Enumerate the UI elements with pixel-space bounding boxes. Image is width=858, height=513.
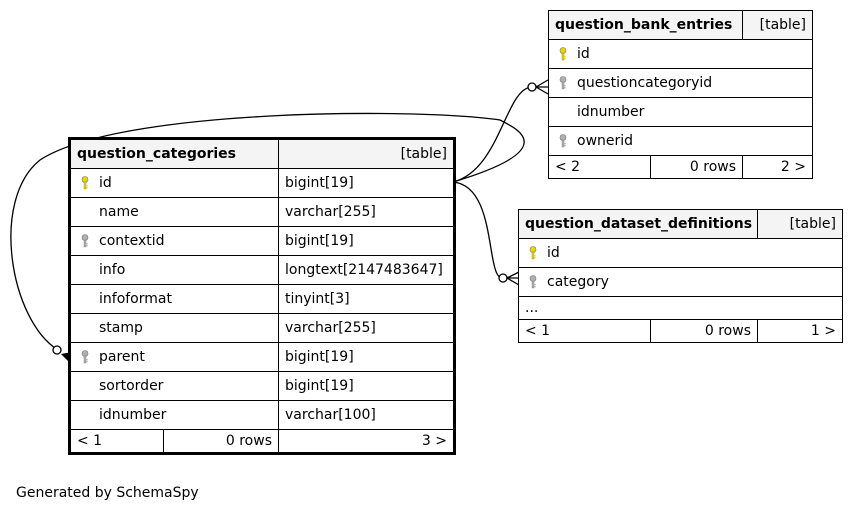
foreign-key-icon — [81, 350, 89, 364]
column-row[interactable]: sortorder bigint[19] — [69, 371, 455, 401]
edge-category — [452, 181, 504, 279]
column-row[interactable]: category — [518, 267, 843, 297]
column-row[interactable]: stamp varchar[255] — [69, 313, 455, 343]
parents-link[interactable]: < 1 — [69, 429, 164, 454]
column-row[interactable]: contextid bigint[19] — [69, 226, 455, 256]
foreign-key-icon — [559, 134, 567, 148]
column-name: name — [69, 197, 279, 227]
column-type: bigint[19] — [278, 226, 455, 256]
column-name: category — [518, 267, 843, 297]
row-count: 0 rows — [649, 155, 744, 179]
foreign-key-icon — [559, 76, 567, 90]
column-name-text: info — [99, 262, 126, 278]
column-name-text: questioncategoryid — [577, 75, 713, 91]
table-name[interactable]: question_dataset_definitions — [518, 209, 758, 239]
table-question-dataset-definitions[interactable]: question_dataset_definitions [table] id c… — [518, 209, 843, 343]
column-name: id — [547, 39, 814, 69]
column-name-text: stamp — [99, 320, 143, 336]
column-name: ownerid — [547, 126, 814, 156]
table-header: question_dataset_definitions [table] — [518, 209, 843, 239]
column-name: parent — [69, 342, 279, 372]
children-link[interactable]: 2 > — [742, 155, 814, 179]
column-name-text: id — [99, 175, 112, 191]
column-name-text: sortorder — [99, 378, 164, 394]
column-name-text: category — [547, 274, 609, 290]
column-name: info — [69, 255, 279, 285]
edge-end-circle-qbe — [527, 82, 537, 92]
column-name-text: name — [99, 204, 139, 220]
parents-link[interactable]: < 2 — [548, 155, 651, 179]
column-row[interactable]: idnumber — [547, 97, 814, 127]
column-type: tinyint[3] — [278, 284, 455, 314]
column-name: questioncategoryid — [547, 68, 814, 98]
column-name: infoformat — [69, 284, 279, 314]
column-row[interactable]: info longtext[2147483647] — [69, 255, 455, 285]
column-name: sortorder — [69, 371, 279, 401]
table-type-label: [table] — [278, 138, 455, 169]
foreign-key-icon — [81, 234, 89, 248]
table-name[interactable]: question_bank_entries — [547, 10, 744, 40]
column-row[interactable]: name varchar[255] — [69, 197, 455, 227]
column-name: contextid — [69, 226, 279, 256]
column-name: stamp — [69, 313, 279, 343]
table-name[interactable]: question_categories — [69, 138, 279, 169]
column-row[interactable]: questioncategoryid — [547, 68, 814, 98]
column-type: longtext[2147483647] — [278, 255, 455, 285]
column-name-text: id — [547, 245, 560, 261]
more-columns: ... — [518, 296, 843, 320]
column-name-text: parent — [99, 349, 145, 365]
column-row[interactable]: idnumber varchar[100] — [69, 400, 455, 430]
column-type: varchar[255] — [278, 197, 455, 227]
row-count: 0 rows — [163, 429, 279, 454]
edge-end-circle-qdd — [498, 273, 508, 283]
column-row[interactable]: id — [518, 238, 843, 268]
primary-key-icon — [529, 246, 537, 260]
column-type: varchar[255] — [278, 313, 455, 343]
table-footer: < 1 0 rows 3 > — [69, 429, 455, 454]
parents-link[interactable]: < 1 — [518, 319, 651, 343]
column-name: id — [518, 238, 843, 268]
primary-key-icon — [559, 47, 567, 61]
table-header: question_bank_entries [table] — [547, 10, 814, 40]
table-type-label: [table] — [742, 10, 814, 40]
column-name: idnumber — [69, 400, 279, 430]
column-row[interactable]: parent bigint[19] — [69, 342, 455, 372]
table-footer: < 1 0 rows 1 > — [518, 319, 843, 343]
edge-end-circle-parent — [52, 345, 62, 355]
column-name-text: contextid — [99, 233, 165, 249]
more-columns-row: ... — [518, 296, 843, 320]
column-type: varchar[100] — [278, 400, 455, 430]
column-row[interactable]: ownerid — [547, 126, 814, 156]
generated-by-text: Generated by SchemaSpy — [16, 485, 199, 501]
column-name-text: idnumber — [577, 104, 645, 120]
foreign-key-icon — [529, 275, 537, 289]
edge-questioncategoryid — [452, 86, 532, 183]
column-row[interactable]: id bigint[19] — [69, 168, 455, 198]
children-link[interactable]: 1 > — [757, 319, 843, 343]
primary-key-icon — [81, 176, 89, 190]
table-type-label: [table] — [757, 209, 843, 239]
children-link[interactable]: 3 > — [278, 429, 455, 454]
row-count: 0 rows — [650, 319, 758, 343]
column-type: bigint[19] — [278, 168, 455, 198]
table-question-categories[interactable]: question_categories [table] id bigint[19]… — [68, 137, 456, 455]
column-row[interactable]: id — [547, 39, 814, 69]
column-row[interactable]: infoformat tinyint[3] — [69, 284, 455, 314]
column-type: bigint[19] — [278, 371, 455, 401]
column-type: bigint[19] — [278, 342, 455, 372]
column-name: idnumber — [547, 97, 814, 127]
column-name: id — [69, 168, 279, 198]
column-name-text: idnumber — [99, 407, 167, 423]
table-question-bank-entries[interactable]: question_bank_entries [table] id question… — [547, 10, 814, 179]
table-header: question_categories [table] — [69, 138, 455, 169]
crowfoot-qbe — [535, 79, 549, 95]
column-name-text: ownerid — [577, 133, 634, 149]
column-name-text: infoformat — [99, 291, 172, 307]
column-name-text: id — [577, 46, 590, 62]
table-footer: < 2 0 rows 2 > — [548, 155, 814, 179]
